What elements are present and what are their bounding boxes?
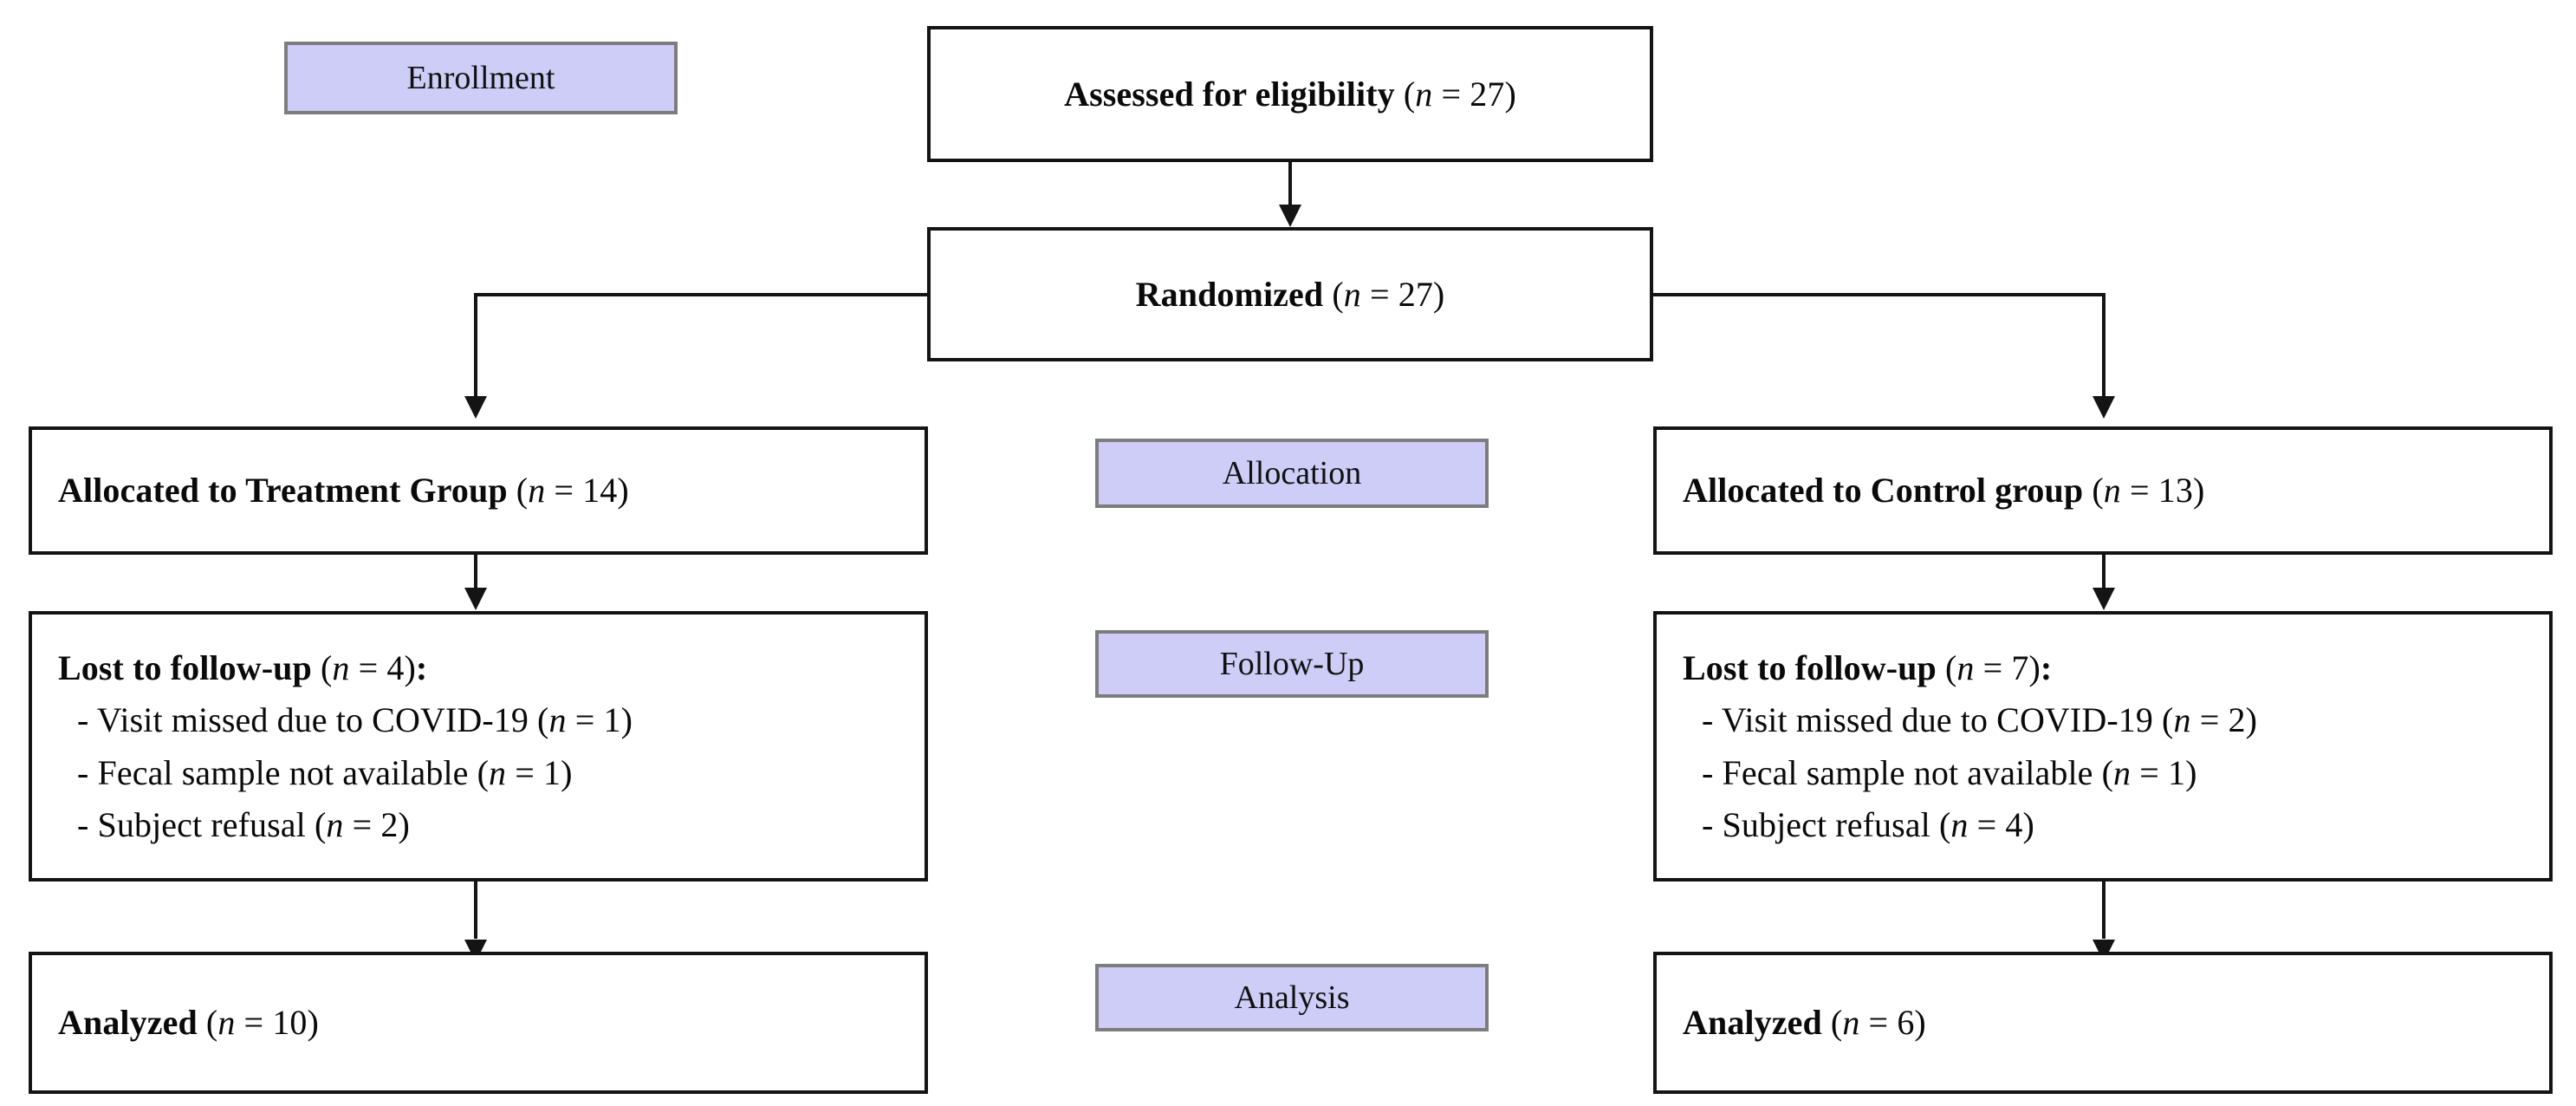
node-lost-treatment: Lost to follow-up (n = 4): - Visit misse… [29,611,928,882]
reason-n-symbol: n [489,752,507,792]
reason-text: - Visit missed due to COVID-19 [77,700,529,740]
connector-control-lost-to-analyzed [2102,882,2106,939]
reason-text: - Fecal sample not available [1702,752,2093,792]
node-assessed-n-symbol: n [1415,74,1433,114]
node-lost-treatment-n-symbol: n [332,648,350,688]
connector-treatment-lost-to-analyzed [474,882,477,939]
node-lost-control-n-symbol: n [1956,648,1975,688]
node-assessed-for-eligibility: Assessed for eligibility (n = 27) [927,26,1653,162]
connector-randomized-to-control-horizontal [1653,293,2106,296]
node-analyzed-control: Analyzed (n = 6) [1653,952,2553,1094]
node-allocated-control-label: Allocated to Control group [1683,471,2084,511]
node-assessed-label: Assessed for eligibility [1064,74,1395,114]
reason-n-symbol: n [2113,752,2132,792]
stage-label-enrollment: Enrollment [284,42,678,114]
stage-label-allocation-text: Allocation [1222,455,1362,491]
node-allocated-treatment-label: Allocated to Treatment Group [58,471,508,511]
reason-n-value: 1 [603,700,621,740]
node-assessed-text: Assessed for eligibility (n = 27) [1064,74,1516,114]
arrowhead-treatment-alloc-to-lost [464,588,487,610]
connector-assessed-to-randomized [1288,162,1292,207]
node-allocated-treatment-text: Allocated to Treatment Group (n = 14) [58,471,629,511]
reason-text: - Visit missed due to COVID-19 [1702,700,2153,740]
arrowhead-randomized-to-control [2093,396,2115,419]
node-analyzed-control-n-symbol: n [1842,1003,1860,1043]
stage-label-analysis: Analysis [1095,964,1489,1031]
node-randomized: Randomized (n = 27) [927,227,1653,361]
node-lost-treatment-reason: - Visit missed due to COVID-19 (n = 1) [77,700,633,740]
stage-label-analysis-text: Analysis [1234,979,1350,1016]
node-lost-control-label: Lost to follow-up [1683,648,1937,688]
node-analyzed-control-n-value: 6 [1897,1003,1915,1043]
reason-n-value: 2 [2228,700,2246,740]
node-analyzed-treatment: Analyzed (n = 10) [29,952,928,1094]
node-allocated-treatment-n-symbol: n [528,471,546,511]
reason-n-value: 2 [380,804,399,844]
node-analyzed-treatment-label: Analyzed [58,1003,198,1043]
node-allocated-control-n-value: 13 [2157,471,2193,511]
node-randomized-text: Randomized (n = 27) [1135,274,1445,314]
node-allocated-control-n-symbol: n [2103,471,2121,511]
connector-control-alloc-to-lost [2102,555,2106,592]
node-randomized-label: Randomized [1135,274,1324,314]
reason-text: - Subject refusal [77,804,306,844]
node-lost-control: Lost to follow-up (n = 7): - Visit misse… [1653,611,2553,882]
reason-n-symbol: n [326,804,344,844]
reason-text: - Subject refusal [1702,804,1930,844]
reason-n-symbol: n [1950,804,1969,844]
node-analyzed-treatment-text: Analyzed (n = 10) [58,1003,319,1043]
arrowhead-assessed-to-randomized [1279,205,1301,227]
reason-n-value: 1 [2168,752,2186,792]
node-randomized-n-symbol: n [1343,274,1361,314]
connector-randomized-to-control-vertical [2102,293,2106,399]
node-analyzed-control-label: Analyzed [1683,1003,1822,1043]
connector-randomized-to-treatment-horizontal [474,293,929,296]
reason-n-value: 1 [543,752,561,792]
arrowhead-randomized-to-treatment [464,396,487,419]
node-lost-treatment-header: Lost to follow-up (n = 4): [58,648,428,688]
node-lost-control-n-value: 7 [2011,648,2029,688]
stage-label-followup-text: Follow-Up [1219,646,1365,682]
connector-randomized-to-treatment-vertical [474,293,477,399]
node-lost-treatment-text: Lost to follow-up (n = 4): - Visit misse… [58,646,633,847]
node-analyzed-treatment-n-value: 10 [272,1003,308,1043]
node-lost-treatment-reason: - Subject refusal (n = 2) [77,804,410,844]
node-allocated-control: Allocated to Control group (n = 13) [1653,426,2553,555]
node-allocated-treatment-n-value: 14 [582,471,618,511]
stage-label-followup: Follow-Up [1095,630,1489,698]
stage-label-enrollment-text: Enrollment [406,60,555,96]
node-lost-control-reason: - Subject refusal (n = 4) [1702,804,2034,844]
node-randomized-n-value: 27 [1398,274,1433,314]
node-lost-control-reason: - Visit missed due to COVID-19 (n = 2) [1702,700,2257,740]
node-lost-treatment-label: Lost to follow-up [58,648,312,688]
reason-n-symbol: n [2173,700,2191,740]
node-analyzed-control-text: Analyzed (n = 6) [1683,1003,1926,1043]
node-lost-control-header: Lost to follow-up (n = 7): [1683,648,2053,688]
node-allocated-control-text: Allocated to Control group (n = 13) [1683,471,2205,511]
node-analyzed-treatment-n-symbol: n [217,1003,236,1043]
node-assessed-n-value: 27 [1470,74,1505,114]
connector-treatment-alloc-to-lost [474,555,477,592]
arrowhead-control-alloc-to-lost [2093,588,2115,610]
reason-n-value: 4 [2005,804,2023,844]
node-allocated-treatment: Allocated to Treatment Group (n = 14) [29,426,928,555]
node-lost-control-reason: - Fecal sample not available (n = 1) [1702,752,2197,792]
node-lost-treatment-colon: : [415,648,428,688]
node-lost-control-colon: : [2040,648,2053,688]
reason-text: - Fecal sample not available [77,752,469,792]
node-lost-control-text: Lost to follow-up (n = 7): - Visit misse… [1683,646,2257,847]
node-lost-treatment-reason: - Fecal sample not available (n = 1) [77,752,573,792]
stage-label-allocation: Allocation [1095,439,1489,508]
reason-n-symbol: n [548,700,567,740]
node-lost-treatment-n-value: 4 [386,648,405,688]
